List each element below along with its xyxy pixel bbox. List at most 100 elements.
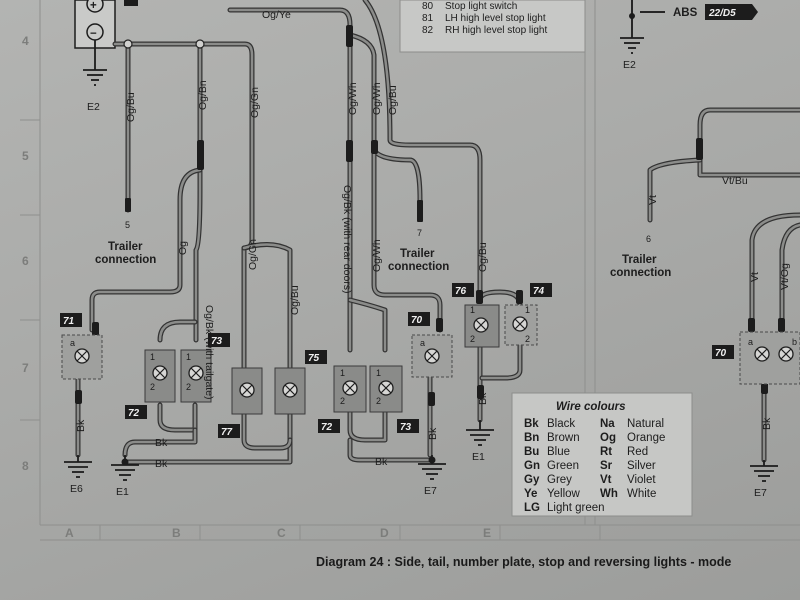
legend-name: Silver [627, 460, 656, 472]
pin-label: 2 [150, 382, 155, 392]
wire-label: Og/Bu [387, 85, 399, 115]
pin-label: 1 [470, 305, 475, 315]
wire-label: Og/Bk (with rear doors) [341, 185, 353, 294]
legend-name: Green [547, 460, 579, 472]
wire-label: Bk [761, 417, 773, 430]
legend-name: Grey [547, 474, 572, 486]
grid-row-label: 5 [22, 149, 29, 163]
lamp-72-mid [333, 365, 367, 413]
pin-label: 2 [470, 334, 475, 344]
pin-label: 1 [376, 368, 381, 378]
pin-label: 2 [525, 334, 530, 344]
ref-74: 74 [533, 286, 545, 297]
wire-label: Bk [155, 458, 168, 470]
earth-label: E2 [623, 59, 636, 71]
grid-col-label: B [172, 526, 181, 540]
lamp-73-left [180, 349, 212, 403]
legend-name: White [627, 488, 656, 500]
component-refs: 71 72 73 77 75 72 73 70 76 74 70 [60, 283, 734, 438]
abs-ref: 22/D5 [708, 8, 736, 19]
key-text: LH high level stop light [445, 13, 546, 24]
earth-label: E1 [472, 451, 485, 463]
wire-label: Vt [647, 195, 659, 205]
pin-label: 1 [340, 368, 345, 378]
wire-label: Og/Bu [477, 242, 489, 272]
wire-label: Og/Wh [347, 82, 359, 115]
legend-code: Ye [524, 488, 537, 500]
trailer-label: connection [95, 254, 156, 266]
legend-name: Blue [547, 446, 570, 458]
wire-label: Og/Gn [249, 87, 261, 118]
trailer-label: Trailer [622, 254, 657, 266]
lamp-75 [274, 367, 306, 415]
earth-label: E2 [87, 101, 100, 113]
legend-code: Sr [600, 460, 613, 472]
supply-ref-tab [124, 0, 138, 6]
earth-label: E1 [116, 486, 129, 498]
wire-label: Og/Gn [247, 239, 259, 270]
wire-label: Og/Wh [371, 82, 383, 115]
abs-label: ABS [673, 7, 698, 19]
legend-code: LG [524, 502, 540, 514]
lamp-70-mid [411, 334, 453, 378]
wire-label: Og/Ye [262, 9, 291, 21]
lamp-74 [504, 304, 538, 346]
lamp-72-left [144, 349, 176, 403]
grid-row-label: 7 [22, 361, 29, 375]
lamp-71 [61, 334, 103, 380]
wire-label: Og/Bk (with tailgate) [203, 305, 215, 400]
wire-label: Bk [155, 437, 168, 449]
grid-col-label: D [380, 526, 389, 540]
ref-72: 72 [321, 422, 333, 433]
pin-label: 5 [125, 220, 130, 230]
pin-label: 2 [376, 396, 381, 406]
wire-label: Og/Bn [197, 80, 209, 110]
lamp-70-right [739, 331, 800, 385]
wire-label: Vt [749, 272, 761, 282]
grid-col-label: C [277, 526, 286, 540]
wire-colours-legend: Wire colours Bk Black Na Natural Bn Brow… [511, 392, 693, 517]
legend-title: Wire colours [556, 401, 626, 413]
legend-code: Bn [524, 432, 539, 444]
ref-71: 71 [63, 316, 75, 327]
ref-70: 70 [715, 348, 727, 359]
ref-73: 73 [400, 422, 412, 433]
trailer-label: connection [610, 267, 671, 279]
pin-label: 7 [417, 228, 422, 238]
legend-name: Black [547, 418, 575, 430]
pin-label: 1 [186, 352, 191, 362]
earth-label: E6 [70, 483, 83, 495]
key-text: RH high level stop light [445, 25, 547, 36]
wire-label: Bk [427, 427, 439, 440]
grid-row-label: 8 [22, 459, 29, 473]
key-text: Stop light switch [445, 1, 517, 12]
wire-label: Bk [477, 392, 489, 405]
legend-code: Wh [600, 488, 618, 500]
plus-sign: + [90, 0, 97, 12]
ref-76: 76 [455, 286, 467, 297]
wire-label: Og/Wh [371, 239, 383, 272]
pin-label: 6 [646, 234, 651, 244]
abs-ref-arrow-icon [705, 4, 758, 20]
earth-icon [750, 460, 778, 482]
minus-sign: − [90, 28, 97, 40]
wire-label: Og [177, 241, 189, 255]
legend-code: Gy [524, 474, 540, 486]
earth-icon [620, 30, 644, 54]
legend-name: Brown [547, 432, 580, 444]
ref-75: 75 [308, 353, 320, 364]
legend-code: Bu [524, 446, 539, 458]
lamp-76 [464, 304, 500, 348]
earth-symbols [64, 30, 778, 482]
pin-label: 2 [340, 396, 345, 406]
ref-77: 77 [221, 427, 233, 438]
wire-label: Og/Bu [125, 92, 137, 122]
wire-label: Bk [375, 456, 388, 468]
key-number: 82 [422, 25, 434, 36]
wire-label: Bk [75, 419, 87, 432]
key-number: 81 [422, 13, 434, 24]
lamp-73-mid [369, 365, 403, 413]
ref-70: 70 [411, 315, 423, 326]
